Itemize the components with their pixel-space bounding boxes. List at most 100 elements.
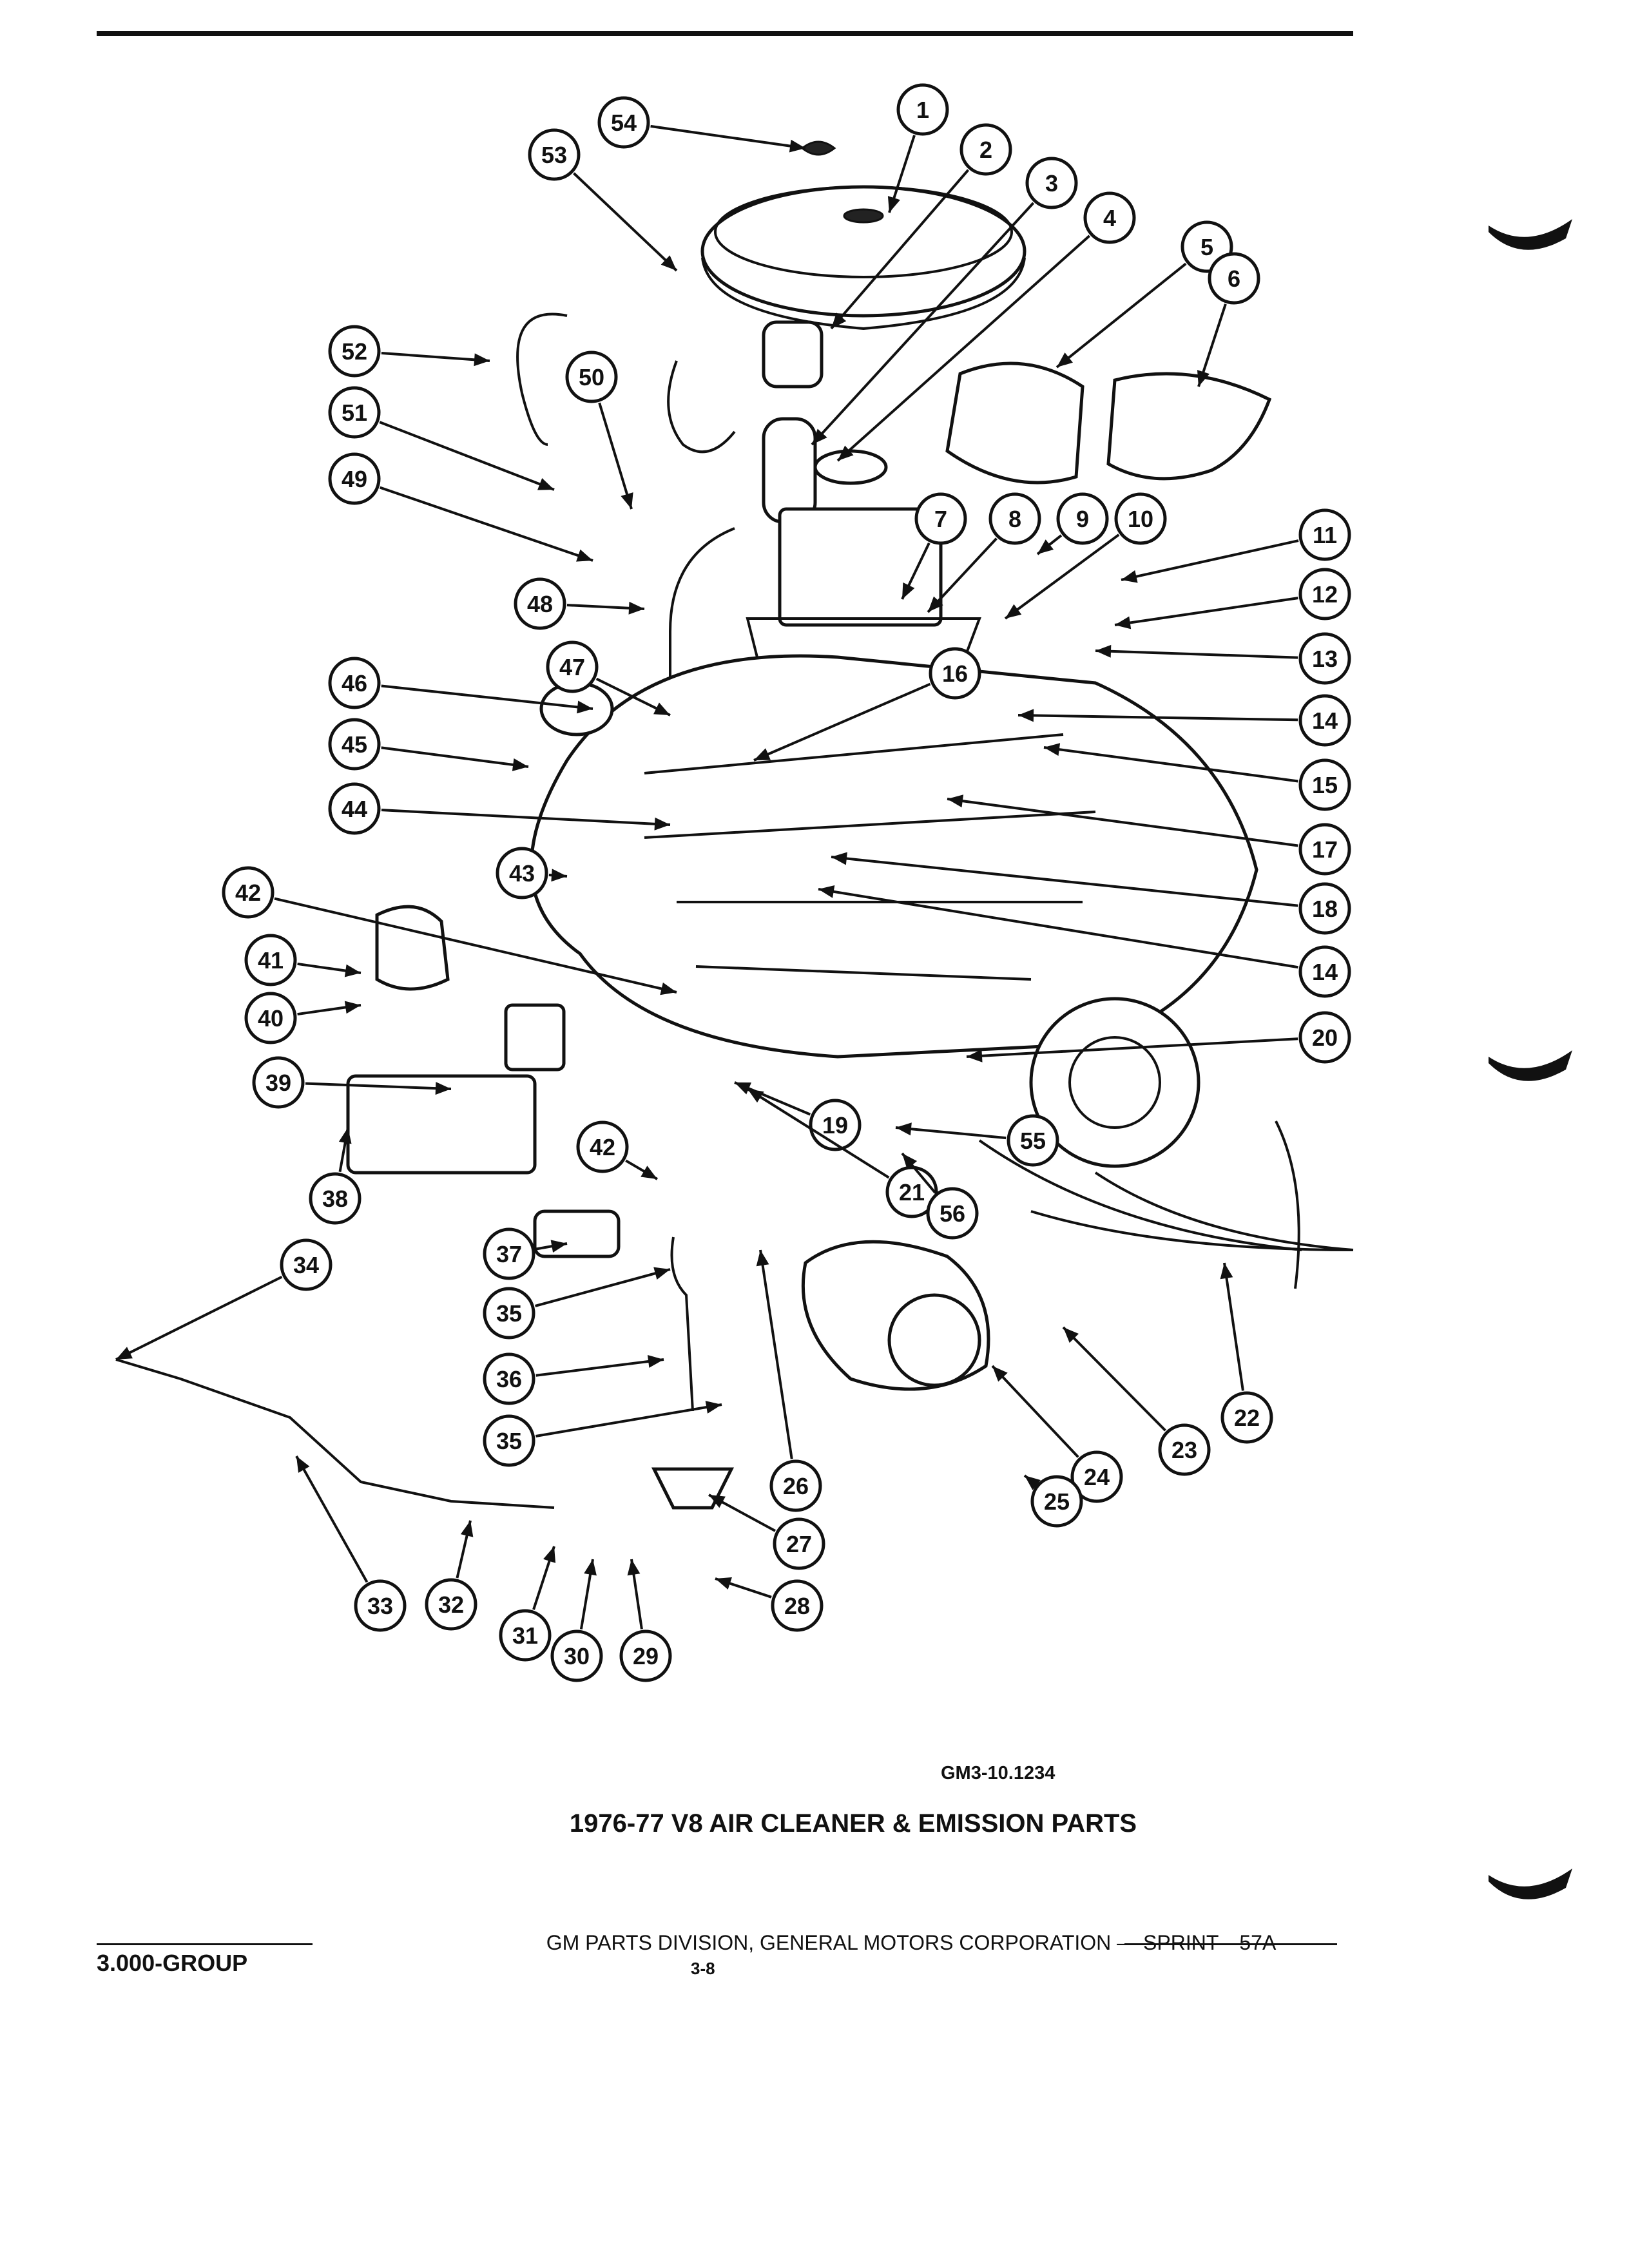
callout: 23 — [1062, 1326, 1211, 1476]
page-edge-mark — [1489, 1869, 1572, 1899]
callout-circle — [1007, 1114, 1059, 1167]
callout-leader — [947, 798, 1298, 847]
callout-number: 40 — [258, 1005, 284, 1032]
callout: 30 — [550, 1559, 603, 1682]
callout-number: 1 — [916, 97, 929, 123]
callout-circle — [280, 1238, 333, 1291]
callout-leader — [535, 1268, 671, 1307]
callout-arrowhead — [628, 601, 644, 615]
callout: 34 — [115, 1238, 333, 1361]
callout-arrowhead — [1121, 570, 1138, 583]
callout-arrowhead — [715, 1577, 732, 1590]
callout: 15 — [1043, 743, 1351, 811]
callout-arrowhead — [1025, 1475, 1041, 1490]
callout-arrowhead — [928, 596, 943, 612]
callout-number: 53 — [541, 142, 567, 168]
callout: 36 — [483, 1352, 664, 1405]
callout-number: 46 — [342, 670, 367, 697]
callout-leader — [1055, 262, 1187, 369]
callout-circle — [546, 640, 599, 693]
callout-arrowhead — [1115, 616, 1132, 629]
callout-number: 35 — [496, 1300, 522, 1327]
callout-arrowhead — [543, 1546, 556, 1563]
callout: 49 — [328, 452, 593, 562]
callout-leader — [650, 124, 806, 149]
callout: 40 — [244, 992, 361, 1044]
callout-number: 17 — [1312, 836, 1338, 863]
callout-arrowhead — [653, 702, 670, 715]
callout-arrowhead — [831, 852, 847, 865]
callout-leader — [274, 897, 677, 994]
callout: 33 — [295, 1456, 407, 1632]
callout-number: 55 — [1020, 1128, 1046, 1154]
callout-number: 51 — [342, 399, 367, 426]
callout-circle — [1025, 157, 1078, 209]
callout-circle — [1298, 568, 1351, 620]
callout-number: 10 — [1128, 506, 1153, 532]
callout-arrowhead — [344, 1001, 361, 1014]
callout-leader — [831, 856, 1298, 907]
callout-arrowhead — [627, 1559, 641, 1576]
callout-number: 39 — [265, 1070, 291, 1096]
callout-number: 36 — [496, 1366, 522, 1392]
footer-group: 3.000-GROUP — [97, 1950, 248, 1976]
callout-arrowhead — [435, 1082, 451, 1095]
callout-number: 14 — [1312, 959, 1338, 985]
callout-circle — [496, 847, 548, 899]
callout: 12 — [1114, 568, 1351, 629]
callout-leader — [836, 235, 1091, 462]
callout-number: 9 — [1076, 506, 1089, 532]
callout-circle — [1298, 694, 1351, 747]
callout-number: 20 — [1312, 1024, 1338, 1051]
callout-arrowhead — [654, 817, 670, 831]
callout-circle — [576, 1120, 629, 1173]
callout: 39 — [252, 1056, 452, 1109]
callout-number: 12 — [1312, 581, 1338, 608]
callout-arrowhead — [1018, 709, 1034, 722]
callout: 22 — [1220, 1262, 1273, 1444]
callout-number: 6 — [1228, 265, 1240, 292]
callout-number: 48 — [527, 591, 553, 617]
callout-number: 31 — [512, 1622, 538, 1649]
callout-number: 37 — [496, 1241, 522, 1267]
callout-number: 13 — [1312, 646, 1338, 672]
callout: 18 — [831, 852, 1351, 935]
callout-circle — [1208, 252, 1260, 305]
callout-circle — [926, 1187, 979, 1240]
callout: 42 — [222, 866, 677, 995]
callout-arrowhead — [1095, 644, 1112, 658]
callout: 10 — [1004, 492, 1167, 620]
callout-leader — [818, 888, 1298, 969]
callout-number: 8 — [1008, 506, 1021, 532]
callout: 50 — [565, 351, 633, 510]
callout-number: 28 — [784, 1593, 810, 1619]
callout-leader — [1095, 649, 1298, 659]
callout: 5 — [1055, 220, 1233, 369]
callout: 55 — [895, 1114, 1059, 1167]
callout: 11 — [1121, 508, 1351, 583]
callout-circle — [1298, 945, 1351, 998]
callout-number: 41 — [258, 947, 284, 974]
callout-arrowhead — [967, 1049, 983, 1062]
callout-number: 49 — [342, 466, 367, 492]
callout-leader — [811, 202, 1035, 446]
callout-arrowhead — [577, 700, 593, 714]
callout-leader — [759, 1249, 793, 1459]
callout-leader — [991, 1365, 1079, 1458]
callout-leader — [381, 746, 529, 768]
callout-arrowhead — [1220, 1263, 1233, 1280]
callout-arrowhead — [812, 428, 827, 445]
callout-number: 4 — [1103, 205, 1116, 231]
callout-number: 7 — [934, 506, 947, 532]
callout-arrowhead — [460, 1521, 474, 1537]
callout-number: 5 — [1200, 234, 1213, 260]
callout: 32 — [425, 1520, 477, 1631]
callout-leader — [1121, 539, 1299, 581]
callout: 42 — [576, 1120, 659, 1180]
callout-circle — [354, 1579, 407, 1632]
callout-circle — [328, 386, 381, 439]
callout-circle — [1220, 1391, 1273, 1444]
callout: 52 — [328, 325, 490, 378]
